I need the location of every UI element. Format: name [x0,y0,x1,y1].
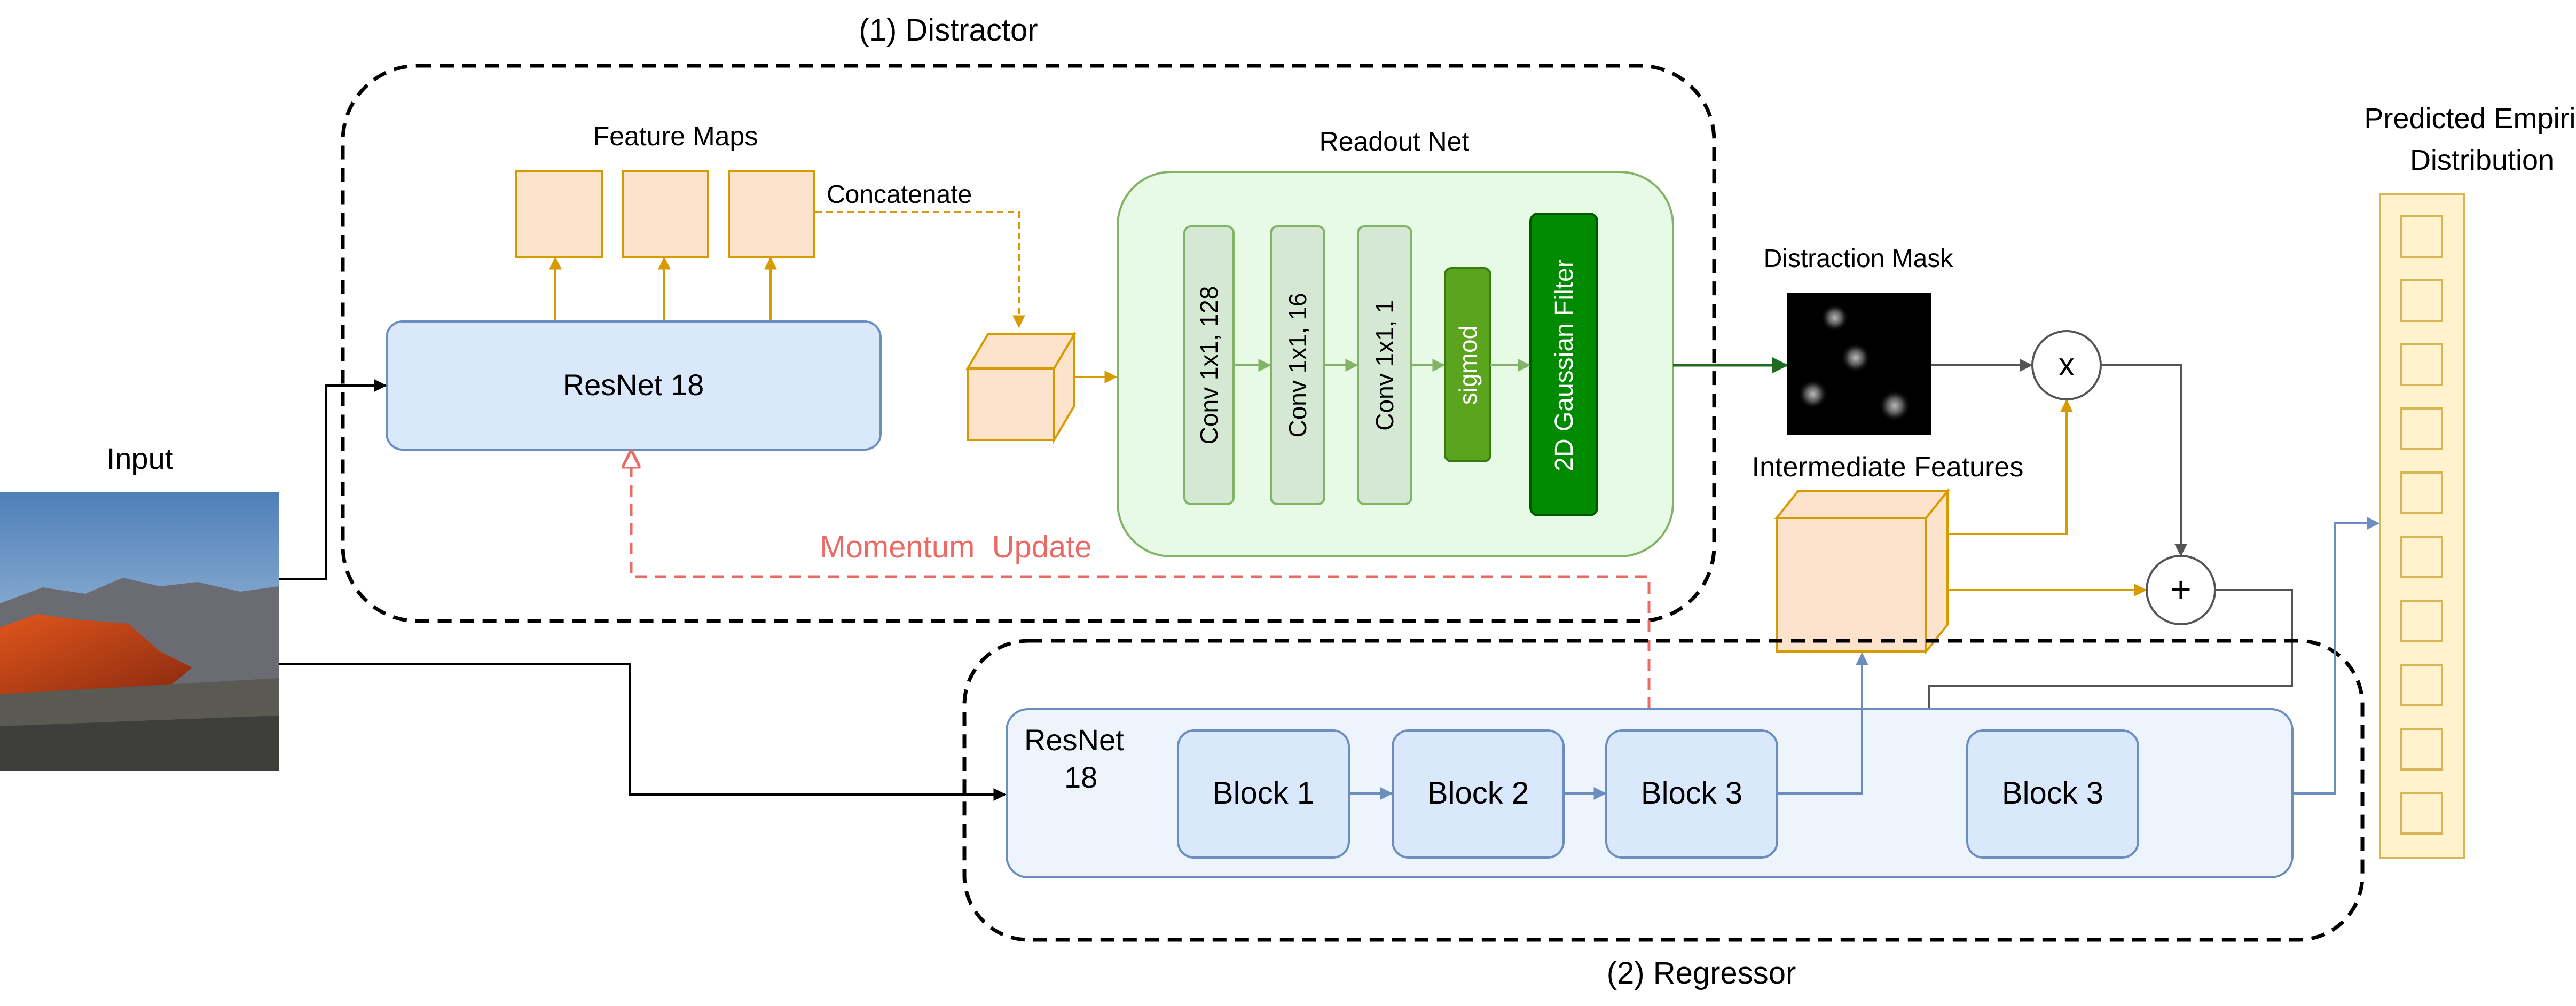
svg-text:Block 3: Block 3 [1641,776,1742,811]
readout-layer-conv-16: Conv 1x1, 16 [1270,225,1325,505]
arrow-block3-to-intermediate [1777,652,1868,795]
output-label-line1: Predicted Empirical [2364,103,2576,135]
svg-text:sigmod: sigmod [1454,326,1482,405]
input-label: Input [107,442,174,475]
arrow-intermediate-to-multiply [1947,399,2073,535]
output-bins [2400,215,2443,835]
arrow-momentum-update [631,452,1651,709]
feature-map-1 [515,170,603,258]
output-bin [2400,215,2443,258]
readout-layer-conv-1: Conv 1x1, 1 [1357,225,1412,505]
momentum-update-label: Momentum Update [820,530,1091,564]
feature-map-3 [728,170,815,258]
svg-text:Conv 1x1, 128: Conv 1x1, 128 [1195,286,1223,445]
input-image [0,492,279,771]
feature-maps-label: Feature Maps [593,121,758,151]
regressor-block-3: Block 3 [1605,729,1778,859]
add-symbol: + [2170,569,2192,610]
regressor-block-3b: Block 3 [1966,729,2139,859]
svg-text:Conv 1x1, 16: Conv 1x1, 16 [1284,293,1311,437]
output-bin [2400,664,2443,706]
arrow-multiply-to-add [2101,364,2187,557]
distractor-region [341,64,1716,623]
readout-layer-sigmoid: sigmod [1444,267,1491,462]
intermediate-features-label: Intermediate Features [1752,452,2024,483]
feature-map-2 [622,170,709,258]
regressor-resnet-label: ResNet [1024,723,1124,757]
readout-layer-gaussian-filter: 2D Gaussian Filter [1529,213,1598,516]
regressor-resnet-label-2: 18 [1064,760,1097,794]
svg-text:Block 3: Block 3 [2002,776,2103,811]
distraction-mask-image [1787,293,1931,435]
output-bin [2400,600,2443,642]
svg-text:Block 2: Block 2 [1427,776,1529,811]
multiply-symbol: x [2059,347,2075,382]
regressor-title: (2) Regressor [1607,956,1796,991]
output-bin [2400,536,2443,578]
distraction-mask-label: Distraction Mask [1764,245,1954,273]
output-bin [2400,343,2443,386]
svg-text:2D Gaussian Filter: 2D Gaussian Filter [1550,259,1578,471]
regressor-block-1: Block 1 [1177,729,1350,859]
arrow-regressor-to-output [2292,517,2380,795]
output-label-line2: Distribution [2410,144,2554,176]
arrow-input-to-regressor [279,663,1007,801]
output-bin [2400,279,2443,322]
regressor-block-2: Block 2 [1392,729,1565,859]
arrow-input-to-distractor [279,379,387,580]
concatenate-label: Concatenate [827,180,972,209]
distractor-title: (1) Distractor [859,13,1038,48]
arrow-concatenate [815,211,1025,328]
distractor-resnet-label: ResNet 18 [563,368,704,402]
readout-net-label: Readout Net [1320,127,1470,156]
output-bin [2400,471,2443,514]
readout-layer-conv-128: Conv 1x1, 128 [1183,225,1235,505]
output-bin [2400,407,2443,450]
svg-text:Block 1: Block 1 [1213,776,1314,811]
output-bin [2400,728,2443,771]
intermediate-features-cube [1774,488,1950,655]
output-bin [2400,792,2443,835]
svg-text:Conv 1x1, 1: Conv 1x1, 1 [1371,300,1399,430]
concatenated-feature-cube [965,330,1077,444]
regressor-region [962,639,2365,942]
